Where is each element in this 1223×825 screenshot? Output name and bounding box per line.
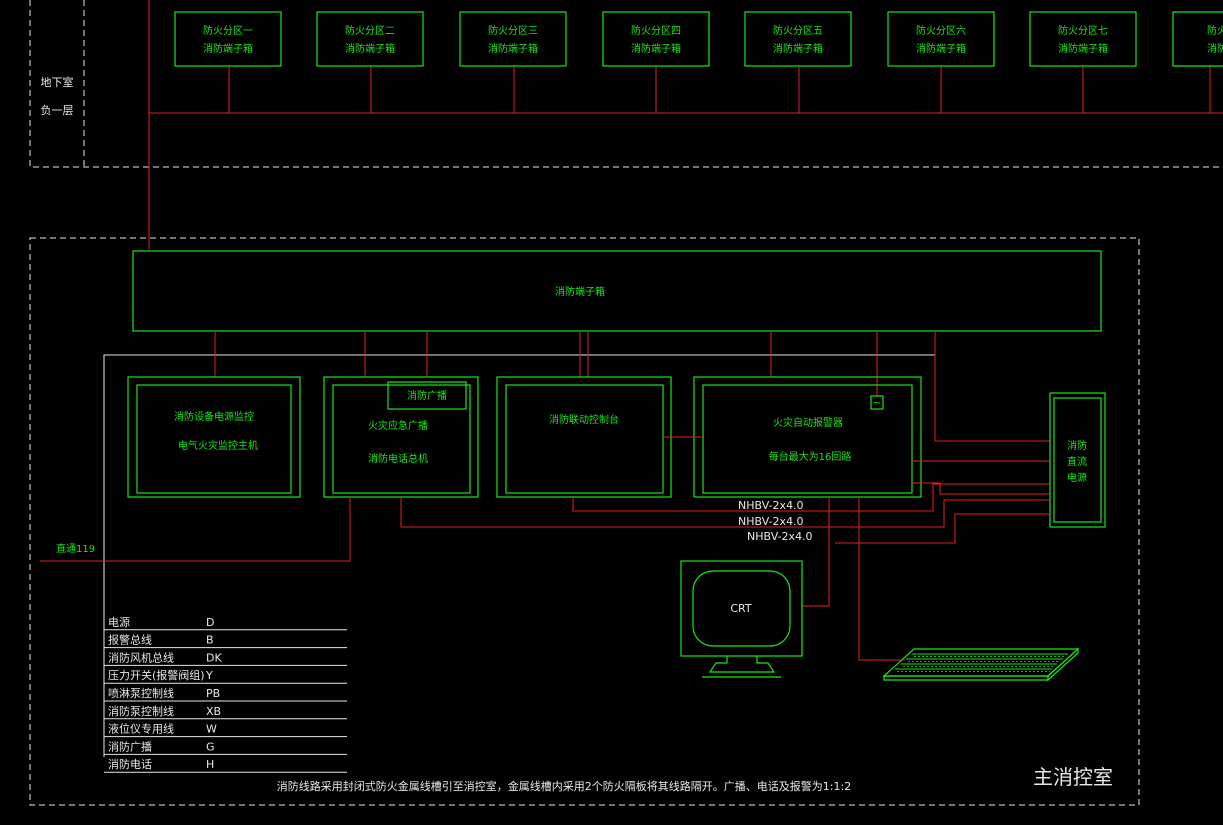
- fire-zone-title: 防火分区一: [203, 24, 253, 37]
- legend-item-code: G: [206, 740, 215, 753]
- fire-zone-8-box-partial[interactable]: 防火 消防: [1172, 11, 1223, 67]
- room-title: 主消控室: [1033, 765, 1113, 789]
- legend-item-name: 消防泵控制线: [108, 704, 174, 718]
- fire-zone-7-box[interactable]: 防火分区七 消防端子箱: [1029, 11, 1137, 67]
- fire-zone-sub: 消防端子箱: [631, 42, 681, 55]
- fire-zone-5-box[interactable]: 防火分区五 消防端子箱: [744, 11, 852, 67]
- fire-zone-sub: 消防端子箱: [773, 42, 823, 55]
- dc-power-line1: 消防: [1067, 439, 1087, 452]
- fire-zone-sub: 消防端子箱: [916, 42, 966, 55]
- legend-item-code: D: [206, 616, 214, 629]
- power-monitor-unit[interactable]: 消防设备电源监控 电气火灾监控主机: [127, 376, 301, 498]
- basement-label-line2: 负一层: [41, 103, 74, 117]
- linkage-console-label: 消防联动控制台: [549, 413, 619, 426]
- fire-zone-sub: 消防端子箱: [203, 42, 253, 55]
- legend-item-code: Y: [205, 669, 213, 682]
- alarm-line2: 每台最大为16回路: [769, 450, 852, 463]
- power-monitor-line2: 电气火灾监控主机: [178, 439, 258, 452]
- fire-zone-sub: 消防: [1207, 42, 1223, 55]
- fire-zone-4-box[interactable]: 防火分区四 消防端子箱: [602, 11, 710, 67]
- legend-item-name: 消防风机总线: [108, 650, 174, 664]
- legend-item-code: B: [206, 634, 214, 647]
- legend-item-name: 消防电话: [108, 757, 152, 771]
- control-room-boundary: [29, 237, 1140, 806]
- fire-zone-boxes: 防火分区一 消防端子箱 防火分区二 消防端子箱 防火分区三 消防端子箱 防火分区…: [174, 11, 1223, 67]
- legend-item-name: 消防广播: [108, 739, 152, 753]
- direct-119-label: 直通119: [56, 542, 95, 555]
- main-terminal-box-label: 消防端子箱: [555, 285, 605, 298]
- alarm-line1: 火灾自动报警器: [773, 416, 843, 429]
- fire-zone-sub: 消防端子箱: [345, 42, 395, 55]
- legend-item-name: 压力开关(报警阀组): [108, 668, 205, 682]
- terminal-drop-wires: [214, 331, 1050, 442]
- fire-zone-title: 防火分区三: [488, 24, 538, 37]
- keyboard-icon[interactable]: [882, 647, 1080, 682]
- fire-zone-sub: 消防端子箱: [1058, 42, 1108, 55]
- legend-item-code: W: [206, 723, 217, 736]
- fire-zone-title: 防火: [1207, 24, 1223, 37]
- cable-label-1: NHBV-2x4.0: [738, 499, 804, 512]
- fire-zone-3-box[interactable]: 防火分区三 消防端子箱: [459, 11, 567, 67]
- crt-label: CRT: [730, 602, 752, 615]
- fire-zone-1-box[interactable]: 防火分区一 消防端子箱: [174, 11, 282, 67]
- cable-label-2: NHBV-2x4.0: [738, 515, 804, 528]
- fire-zone-sub: 消防端子箱: [488, 42, 538, 55]
- footnote: 消防线路采用封闭式防火金属线槽引至消控室，金属线槽内采用2个防火隔板将其线路隔开…: [277, 779, 851, 793]
- legend-item-code: H: [206, 758, 214, 771]
- broadcast-line1: 火灾应急广播: [368, 419, 428, 432]
- legend-item-name: 电源: [108, 615, 130, 629]
- small-module-icon: ~: [873, 398, 881, 409]
- fire-zone-6-box[interactable]: 防火分区六 消防端子箱: [887, 11, 995, 67]
- legend-item-code: DK: [206, 651, 222, 664]
- legend-item-code: XB: [206, 705, 221, 718]
- fire-zone-title: 防火分区二: [345, 24, 395, 37]
- fire-zone-title: 防火分区七: [1058, 24, 1108, 37]
- fire-alarm-controller[interactable]: ~ 火灾自动报警器 每台最大为16回路: [693, 376, 922, 498]
- basement-red-bus: [148, 0, 1223, 250]
- fire-zone-title: 防火分区五: [773, 24, 823, 37]
- linkage-console[interactable]: 消防联动控制台: [496, 376, 672, 498]
- fire-zone-2-box[interactable]: 防火分区二 消防端子箱: [316, 11, 424, 67]
- legend-item-name: 报警总线: [108, 633, 152, 647]
- legend-item-code: PB: [206, 687, 220, 700]
- main-terminal-box[interactable]: 消防端子箱: [132, 250, 1102, 332]
- power-monitor-line1: 消防设备电源监控: [174, 410, 254, 423]
- dc-power-supply[interactable]: 消防 直流 电源: [1049, 392, 1106, 528]
- internal-white-bus: [103, 354, 935, 757]
- basement-label-line1: 地下室: [41, 75, 74, 89]
- fire-zone-title: 防火分区四: [631, 24, 681, 37]
- basement-region: 地下室 负一层: [29, 0, 1223, 168]
- dc-power-line2: 直流: [1067, 455, 1087, 468]
- crt-monitor-icon[interactable]: CRT: [680, 560, 803, 678]
- legend-item-name: 喷淋泵控制线: [108, 686, 174, 700]
- cable-label-3: NHBV-2x4.0: [747, 530, 813, 543]
- interconnect-wires: [40, 436, 1050, 661]
- broadcast-unit[interactable]: 消防广播 火灾应急广播 消防电话总机: [323, 376, 479, 498]
- fire-zone-title: 防火分区六: [916, 24, 966, 37]
- cable-labels: NHBV-2x4.0 NHBV-2x4.0 NHBV-2x4.0: [738, 499, 813, 543]
- broadcast-badge: 消防广播: [407, 389, 447, 402]
- dc-power-line3: 电源: [1067, 471, 1087, 484]
- legend-item-name: 液位仪专用线: [108, 722, 174, 736]
- broadcast-line2: 消防电话总机: [368, 452, 428, 465]
